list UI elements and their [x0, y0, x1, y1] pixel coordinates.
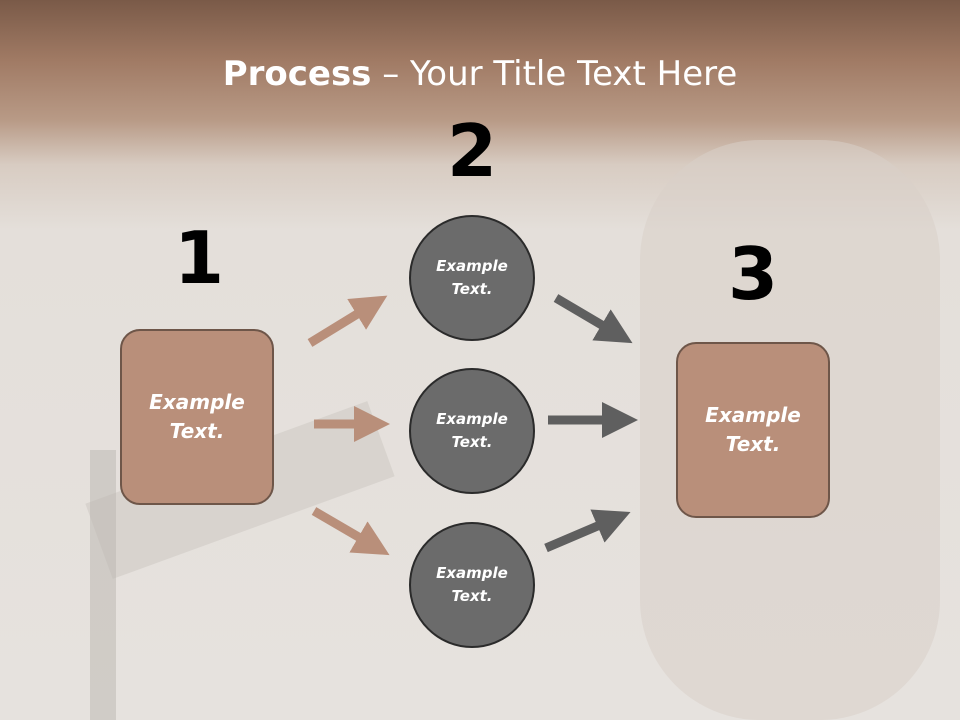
circle-top-text: Example Text.: [436, 257, 508, 298]
title-rest: – Your Title Text Here: [371, 54, 738, 94]
arrow-left-to-top: [307, 295, 388, 347]
arrow-left-to-bottom: [311, 507, 390, 556]
step-number-2: 2: [446, 109, 498, 193]
circle-top: Example Text.: [409, 215, 535, 341]
slide-title: Process – Your Title Text Here: [0, 52, 960, 96]
right-box-text: Example Text.: [705, 403, 801, 456]
background-photo-post: [90, 450, 116, 720]
step-number-1: 1: [173, 216, 225, 300]
arrow-top-to-right: [553, 294, 633, 344]
right-step-box: Example Text.: [676, 342, 830, 518]
title-bold: Process: [222, 54, 372, 94]
circle-bottom-text: Example Text.: [436, 564, 508, 605]
left-step-box: Example Text.: [120, 329, 274, 505]
circle-middle: Example Text.: [409, 368, 535, 494]
step-number-3: 3: [727, 232, 779, 316]
circle-bottom: Example Text.: [409, 522, 535, 648]
circle-middle-text: Example Text.: [436, 410, 508, 451]
arrow-bottom-to-right: [544, 509, 631, 553]
left-box-text: Example Text.: [149, 390, 245, 443]
